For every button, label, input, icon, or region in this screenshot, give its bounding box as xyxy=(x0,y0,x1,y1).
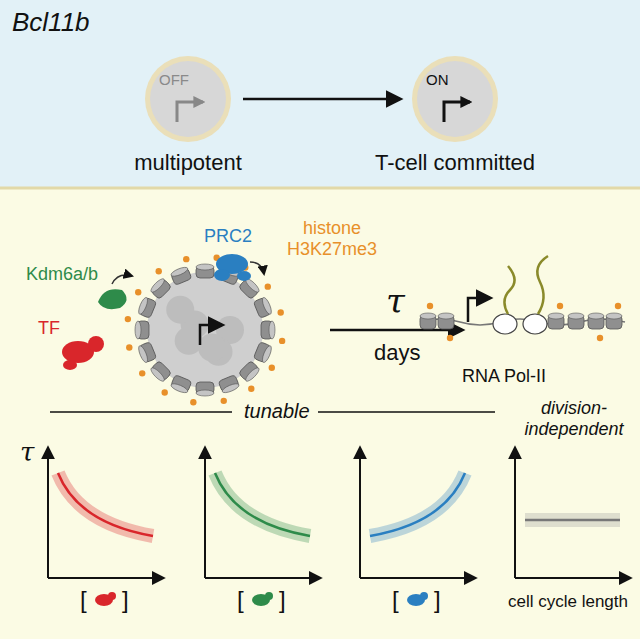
mark-label: histone H3K27me3 xyxy=(282,218,382,259)
protein-icon xyxy=(95,592,116,606)
plot xyxy=(48,448,163,578)
nucleosome xyxy=(253,296,273,318)
h3k27me3-mark xyxy=(135,289,141,295)
time-unit: days xyxy=(374,340,420,365)
prc2-arrow xyxy=(250,262,264,274)
nucleosome xyxy=(137,342,157,364)
protein-icon xyxy=(407,592,428,606)
h3k27me3-mark xyxy=(221,398,227,404)
rna-pol-ii xyxy=(493,314,517,334)
protein-label: RNA Pol-II xyxy=(462,366,546,387)
nucleosome xyxy=(170,266,192,286)
axis-label: cell cycle length xyxy=(508,592,628,612)
group-label: tunable xyxy=(240,400,314,423)
bracket-line xyxy=(50,411,232,413)
prc2-shape xyxy=(214,254,251,281)
title: Bcl11b xyxy=(12,8,90,38)
state-label: ON xyxy=(426,71,449,88)
h3k27me3-mark xyxy=(615,303,621,309)
h3k27me3-mark xyxy=(447,335,453,341)
h3k27me3-mark xyxy=(162,389,168,395)
bracket: [ xyxy=(80,586,87,614)
plot xyxy=(515,448,630,578)
h3k27me3-mark xyxy=(427,303,433,309)
h3k27me3-mark xyxy=(126,344,132,350)
protein-label: TF xyxy=(38,318,60,339)
nucleosome xyxy=(588,313,604,329)
promoter-arrow xyxy=(468,298,490,322)
cell-state-label: multipotent xyxy=(134,150,242,175)
promoter-state-circle: OFFmultipotent xyxy=(145,56,231,142)
protein-label: Kdm6a/b xyxy=(26,264,98,285)
h3k27me3-mark xyxy=(279,338,285,344)
nucleosome xyxy=(568,313,584,329)
promoter-arrow xyxy=(200,325,222,345)
protein-label: PRC2 xyxy=(204,226,252,247)
nucleosome xyxy=(606,313,622,329)
nucleosome xyxy=(137,296,157,318)
promoter-state-circle: ONT-cell committed xyxy=(412,56,498,142)
h3k27me3-mark xyxy=(183,256,189,262)
h3k27me3-mark xyxy=(139,370,145,376)
tf-shape xyxy=(62,336,104,370)
rna-strand xyxy=(504,266,514,314)
plot xyxy=(360,448,475,578)
bracket: [ xyxy=(392,586,399,614)
nucleosome xyxy=(218,375,240,395)
nucleosome xyxy=(253,342,273,364)
nucleosome xyxy=(438,313,454,329)
time-symbol: τ xyxy=(386,282,405,321)
nucleosome xyxy=(196,382,214,396)
h3k27me3-mark xyxy=(265,283,271,289)
rna-strand xyxy=(537,256,548,314)
state-label: OFF xyxy=(159,71,189,88)
chromatin-texture xyxy=(166,296,194,324)
nucleosome xyxy=(548,313,564,329)
nucleosome xyxy=(149,277,172,300)
plot xyxy=(205,448,320,578)
transition-arrow xyxy=(243,98,400,101)
bracket: [ xyxy=(237,586,244,614)
panel-divider xyxy=(0,187,640,190)
nucleosome xyxy=(420,313,436,329)
bracket-line xyxy=(318,411,495,413)
circle-outline xyxy=(412,56,498,142)
nucleosome xyxy=(238,360,261,383)
nucleosome xyxy=(149,360,172,383)
protein-icon xyxy=(252,592,273,606)
h3k27me3-mark xyxy=(557,303,563,309)
h3k27me3-mark xyxy=(248,386,254,392)
nucleosome xyxy=(196,264,214,278)
h3k27me3-mark xyxy=(190,399,196,405)
axis-label: τ xyxy=(20,438,34,468)
group-label: division-independent xyxy=(518,398,630,439)
h3k27me3-mark xyxy=(156,268,162,274)
rna-pol-ii xyxy=(523,314,547,334)
nucleosome xyxy=(170,375,192,395)
top-panel xyxy=(0,0,640,188)
bracket: ] xyxy=(434,586,441,614)
nucleosome xyxy=(135,321,149,339)
chromatin-texture xyxy=(198,334,226,362)
kdm6-shape xyxy=(98,289,127,309)
h3k27me3-mark xyxy=(269,365,275,371)
h3k27me3-mark xyxy=(278,309,284,315)
cell-state-label: T-cell committed xyxy=(375,150,535,175)
kdm6-arrow xyxy=(112,275,132,284)
chromatin-core xyxy=(147,272,263,388)
bottom-panel xyxy=(0,188,640,639)
h3k27me3-mark xyxy=(125,316,131,322)
bracket: ] xyxy=(279,586,286,614)
h3k27me3-mark xyxy=(597,335,603,341)
nucleosome xyxy=(261,321,275,339)
bracket: ] xyxy=(122,586,129,614)
circle-outline xyxy=(145,56,231,142)
